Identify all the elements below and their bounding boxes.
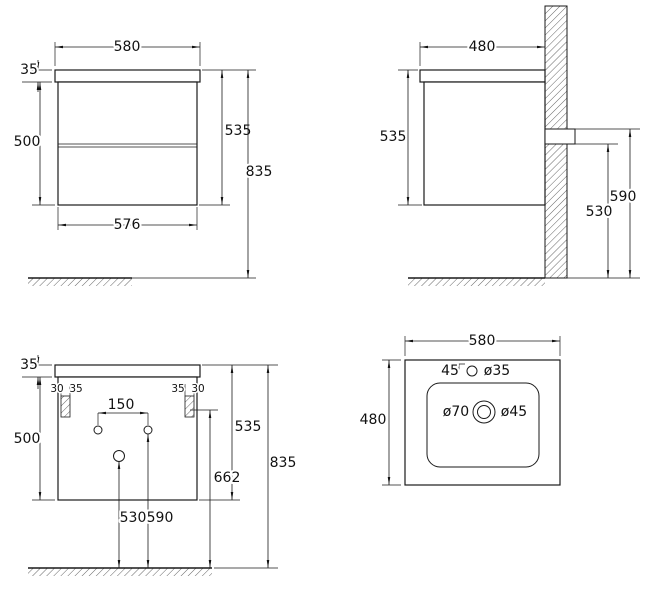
install-top-thickness-label: 35 bbox=[20, 357, 38, 373]
front-top-panel bbox=[54, 69, 201, 83]
front-inner-width-dimension: 576 bbox=[57, 207, 198, 235]
floor-hatch bbox=[28, 568, 212, 576]
rail-height-dimensions: 590 530 bbox=[567, 128, 640, 279]
side-depth-dimension: 480 bbox=[419, 37, 545, 66]
outlet-height-dimensions: 530 590 bbox=[118, 434, 175, 568]
install-cabinet-body bbox=[57, 376, 198, 501]
front-mounting-height-dimension: 835 bbox=[132, 70, 274, 279]
bracket-right-offset-label: 30 bbox=[191, 383, 204, 395]
front-inner-width-label: 576 bbox=[114, 217, 141, 233]
front-view: 580 35 500 535 835 bbox=[12, 37, 274, 286]
basin-width-label: 580 bbox=[469, 333, 496, 349]
drain-hole-inner bbox=[477, 405, 491, 419]
floor-front bbox=[28, 277, 132, 286]
install-height-dimension: 535 bbox=[199, 364, 278, 501]
floor-hatch bbox=[28, 278, 132, 286]
rail-bottom-height-label: 530 bbox=[586, 204, 613, 220]
side-top-panel bbox=[419, 69, 546, 83]
drain-hole-group: ø70 ø45 bbox=[441, 400, 529, 424]
mounting-bracket-right bbox=[184, 395, 195, 418]
bracket-left-width-label: 35 bbox=[69, 383, 82, 395]
basin-width-dimension: 580 bbox=[404, 331, 561, 356]
mounting-bracket-left bbox=[60, 395, 71, 418]
install-body-height-dimension: 500 bbox=[12, 377, 55, 501]
front-mounting-height-label: 835 bbox=[246, 164, 273, 180]
side-cabinet-body bbox=[423, 81, 546, 206]
bracket-right-width-label: 35 bbox=[171, 383, 184, 395]
faucet-offset-leader bbox=[458, 363, 465, 372]
drain-diameter-label: ø45 bbox=[501, 404, 527, 420]
faucet-hole-group: 45 ø35 bbox=[439, 361, 512, 381]
side-height-label: 535 bbox=[380, 129, 407, 145]
outlet-level-dimension: 662 bbox=[190, 409, 242, 568]
install-body-height-label: 500 bbox=[14, 431, 41, 447]
front-width-dimension: 580 bbox=[54, 37, 201, 66]
drain-outlet-hole bbox=[113, 450, 125, 462]
front-height-dimension: 535 bbox=[199, 69, 256, 206]
fixing-hole-right bbox=[143, 425, 153, 435]
overflow-diameter-label: ø70 bbox=[443, 404, 469, 420]
basin-depth-dimension: 480 bbox=[358, 359, 401, 486]
side-view: 480 535 590 530 bbox=[378, 5, 640, 286]
front-width-label: 580 bbox=[114, 39, 141, 55]
mounting-brackets: 30 35 35 30 bbox=[49, 382, 206, 418]
fixing-hole-left bbox=[93, 425, 103, 435]
outlet-height-label: 662 bbox=[214, 470, 241, 486]
faucet-offset-label: 45 bbox=[441, 363, 459, 379]
bracket-left-offset-label: 30 bbox=[50, 383, 63, 395]
hole-spacing-dimension: 150 bbox=[97, 395, 149, 425]
side-depth-label: 480 bbox=[469, 39, 496, 55]
siphon-height-label: 530 bbox=[120, 510, 147, 526]
install-mounting-height-label: 835 bbox=[270, 455, 297, 471]
rail-top-height-label: 590 bbox=[610, 189, 637, 205]
front-cabinet-body bbox=[57, 81, 198, 206]
faucet-hole bbox=[466, 365, 478, 377]
installation-view: 35 30 35 35 30 500 150 bbox=[12, 355, 298, 576]
hole-spacing-label: 150 bbox=[108, 397, 135, 413]
basin-bowl bbox=[426, 382, 540, 468]
drain-height-label: 590 bbox=[147, 510, 174, 526]
floor-side bbox=[408, 277, 545, 286]
install-top-panel bbox=[54, 364, 201, 378]
front-top-thickness-dimension: 35 bbox=[18, 60, 52, 92]
faucet-hole-diameter-label: ø35 bbox=[484, 363, 510, 379]
floor-installation bbox=[28, 567, 212, 576]
front-height-label: 535 bbox=[225, 123, 252, 139]
basin-depth-label: 480 bbox=[360, 412, 387, 428]
install-height-label: 535 bbox=[235, 419, 262, 435]
front-body-height-label: 500 bbox=[14, 134, 41, 150]
front-body-height-dimension: 500 bbox=[12, 82, 55, 206]
mounting-rail bbox=[544, 128, 576, 145]
front-top-thickness-label: 35 bbox=[20, 62, 38, 78]
floor-hatch bbox=[408, 278, 545, 286]
side-height-dimension: 535 bbox=[378, 69, 422, 206]
install-top-thickness-dimension: 35 bbox=[18, 355, 52, 389]
install-mounting-height-dimension: 835 bbox=[214, 365, 298, 569]
basin-top-view: 580 480 45 ø35 ø70 ø45 bbox=[358, 331, 561, 486]
